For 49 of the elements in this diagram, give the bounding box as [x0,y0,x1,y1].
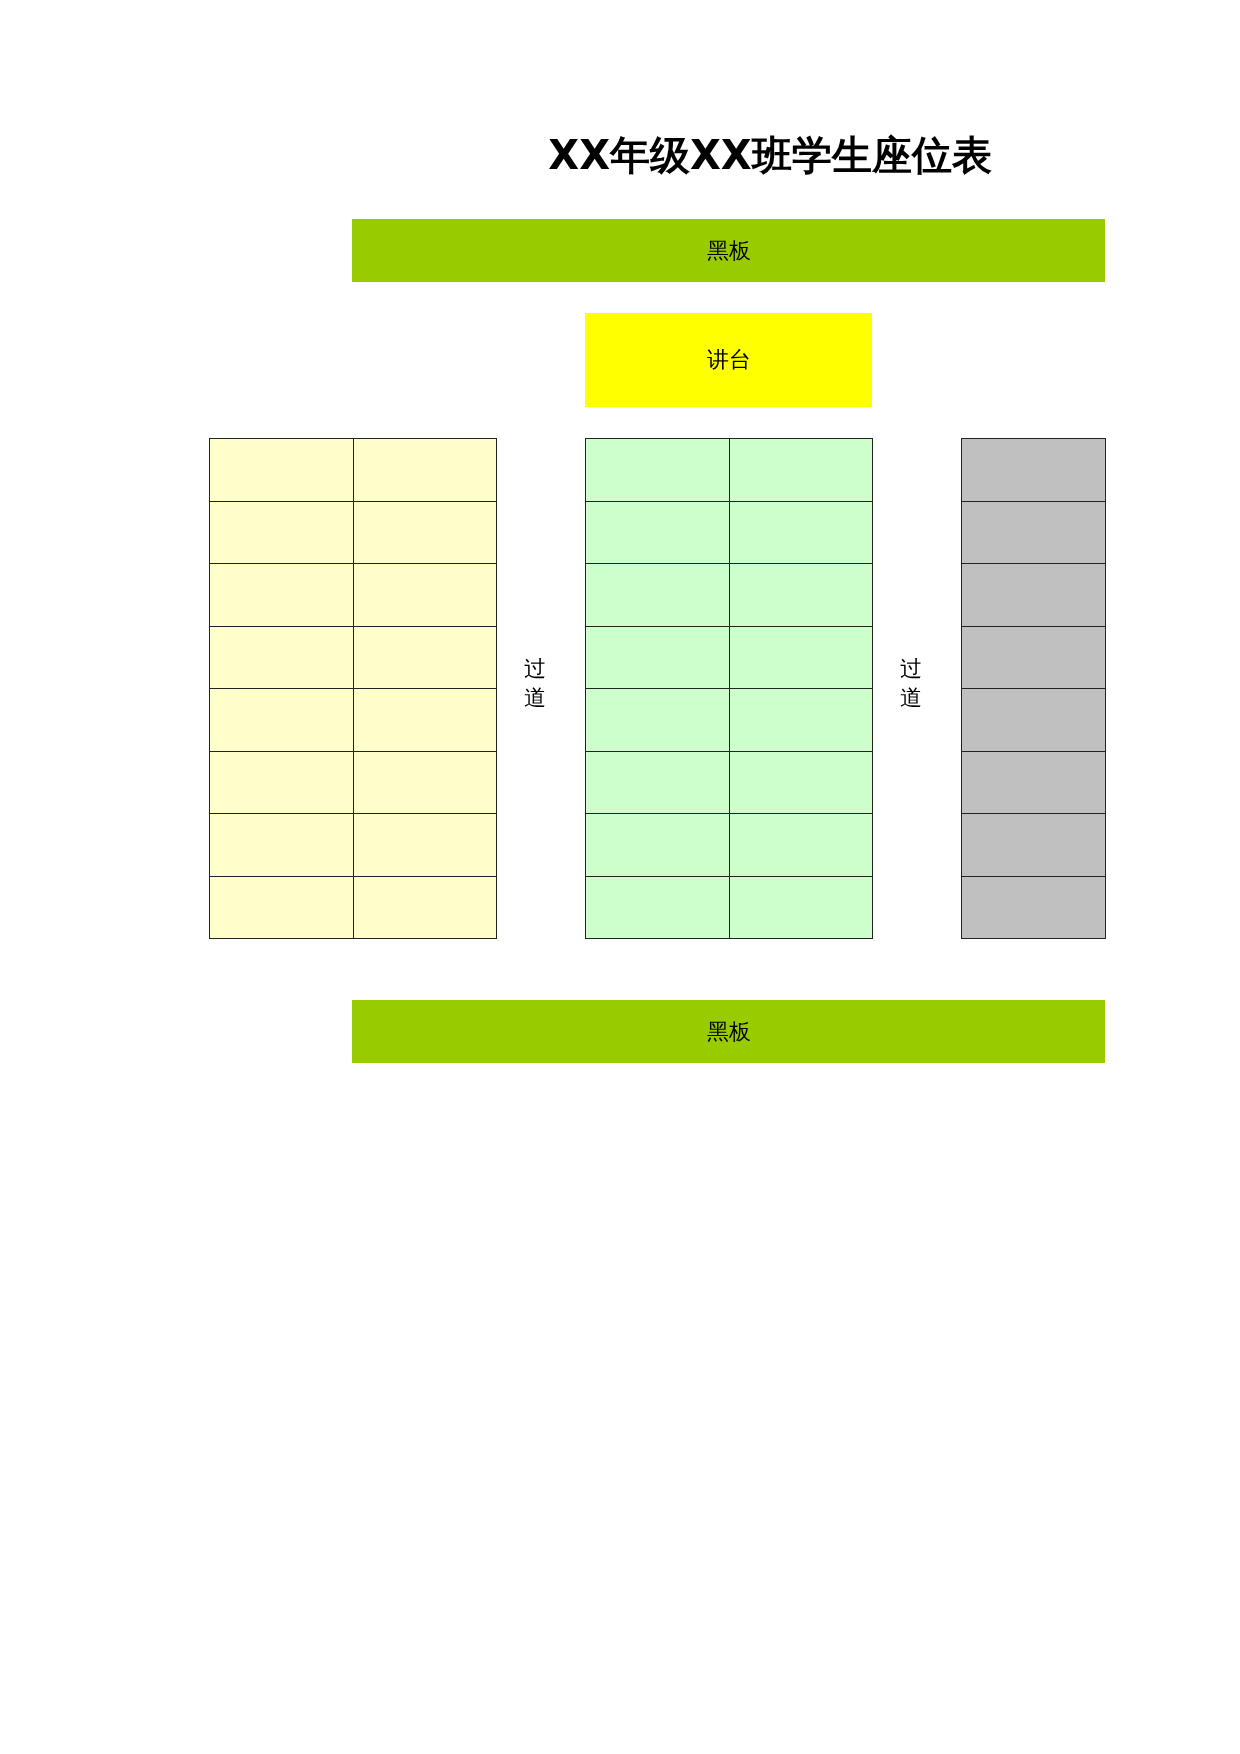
seat-cell [352,688,497,752]
seat-cell [961,563,1106,627]
seat-cell [585,500,730,564]
seat-cell [209,625,354,689]
seat-cell [961,813,1106,877]
seat-cell [352,813,497,877]
seat-cell [585,625,730,689]
seat-cell [209,688,354,752]
seat-cell [961,438,1106,502]
label-text: 黑板 [706,1017,751,1046]
seat-cell [352,875,497,939]
seat-cell [728,500,873,564]
seat-cell [352,500,497,564]
label-text: 黑板 [706,236,751,265]
seat-cell [585,563,730,627]
seat-cell [585,438,730,502]
seat-cell [209,750,354,814]
seat-cell [961,688,1106,752]
aisle-label: 过道 [524,655,546,712]
seat-cell [209,500,354,564]
seat-cell [352,563,497,627]
seat-cell [728,438,873,502]
seat-cell [209,563,354,627]
seat-cell [352,625,497,689]
seat-cell [585,688,730,752]
seat-cell [209,438,354,502]
seat-cell [728,688,873,752]
seat-cell [961,500,1106,564]
seat-cell [585,875,730,939]
seat-cell [728,875,873,939]
seat-cell [728,625,873,689]
seat-cell [352,750,497,814]
blackboard-bar [352,219,1105,282]
seat-cell [728,813,873,877]
seat-cell [585,750,730,814]
seat-cell [352,438,497,502]
blackboard-bar [352,1000,1105,1063]
title: XX年级XX班学生座位表 [547,131,993,180]
label-text: 讲台 [706,346,751,374]
seat-cell [961,875,1106,939]
seat-cell [961,625,1106,689]
seat-cell [209,813,354,877]
seat-cell [961,750,1106,814]
seat-cell [728,563,873,627]
seat-cell [585,813,730,877]
aisle-label: 过道 [900,655,922,712]
seat-cell [209,875,354,939]
podium-box [585,313,872,407]
seat-cell [728,750,873,814]
